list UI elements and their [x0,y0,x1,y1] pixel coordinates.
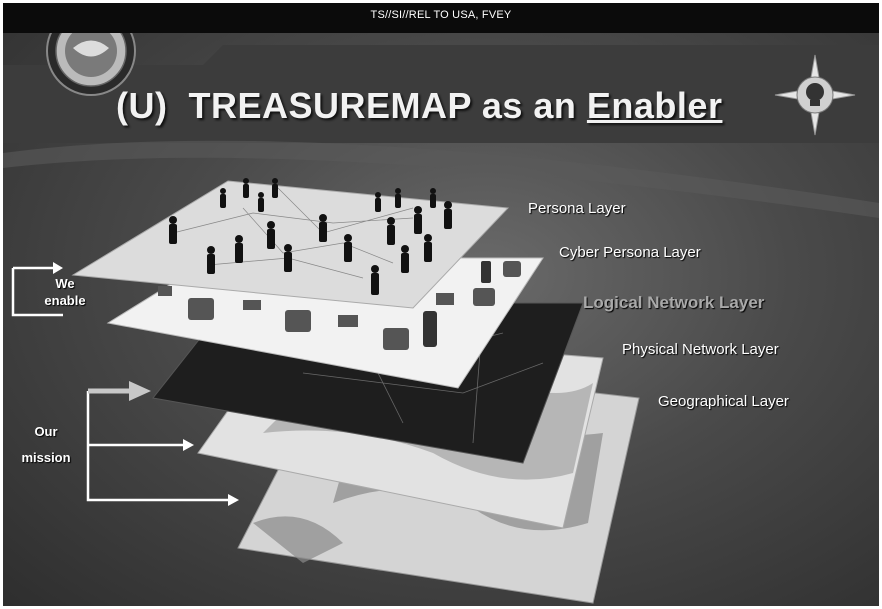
mission-arrow-bottom [86,391,228,502]
person-figure [319,214,327,242]
arrowhead [53,262,63,274]
laptop-icon [338,315,358,327]
person-figure [207,246,215,274]
person-figure [267,221,275,249]
laptop-icon [436,293,454,305]
person-figure [344,234,352,262]
computer-icon [503,261,521,277]
label-physical-network-layer: Physical Network Layer [622,341,779,358]
person-figure [414,206,422,234]
we-enable-arrow-bottom [11,268,63,317]
person-figure [220,188,226,208]
treasuremap-logo-icon [774,54,856,136]
person-figure [235,235,243,263]
person-figure [243,178,249,198]
person-figure [258,192,264,212]
computer-icon [473,288,495,306]
person-figure [401,245,409,273]
we-enable-line-2: enable [44,293,86,308]
person-figure [284,244,292,272]
our-mission-line-1: Our [34,424,58,439]
arrowhead [183,439,194,451]
computer-icon [188,298,214,320]
we-enable-line-1: We [55,276,75,291]
label-cyber-persona-layer: Cyber Persona Layer [559,244,701,261]
computer-icon [285,310,311,332]
person-figure [169,216,177,244]
map-landmass [253,516,343,563]
label-logical-network-layer: Logical Network Layer [583,293,765,312]
person-figure [375,192,381,212]
arrowhead [228,494,239,506]
computer-icon [383,328,409,350]
layer-stack-illustration [3,3,879,604]
our-mission-line-2: mission [21,450,71,465]
we-enable-label: We enable [43,275,87,309]
our-mission-label: Our mission [19,423,73,466]
person-figure [444,201,452,229]
classification-bar [3,3,879,33]
label-geographical-layer: Geographical Layer [658,393,789,410]
persona-layer-plane [71,180,510,309]
person-figure [272,178,278,198]
slide: TS//SI//REL TO USA, FVEY (U) TREASUREMAP… [3,3,879,606]
laptop-icon [243,300,261,310]
person-figure [430,188,436,208]
person-figure [371,265,379,295]
title-emphasis: Enabler [586,85,723,126]
page-title: (U) TREASUREMAP as an Enabler [116,85,722,127]
label-persona-layer: Persona Layer [528,200,626,217]
person-figure [424,234,432,262]
arrowhead [129,381,151,401]
phone-icon [423,311,437,347]
title-band [3,45,879,143]
phone-icon [481,261,491,283]
person-figure [387,217,395,245]
classification-banner: TS//SI//REL TO USA, FVEY [370,9,512,21]
title-prefix: (U) TREASUREMAP as an [116,85,587,126]
background-streak [3,140,879,218]
laptop-icon [158,286,172,296]
person-figure [395,188,401,208]
